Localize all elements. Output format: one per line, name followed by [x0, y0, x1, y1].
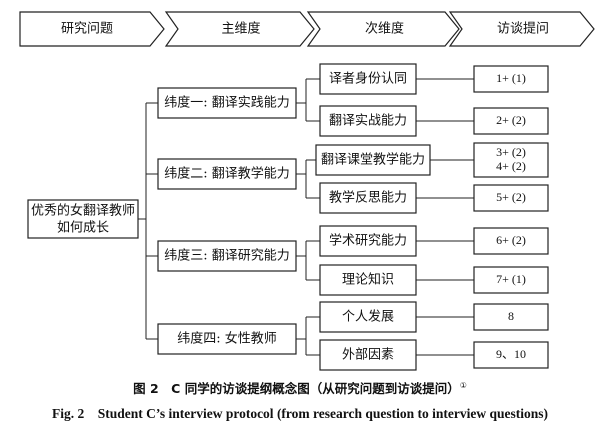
sub-dimension-box [319, 264, 417, 296]
header-label: 主维度 [221, 21, 260, 37]
root-question-line-2: 如何成长 [57, 220, 109, 236]
caption-footnote-mark: ① [459, 380, 467, 390]
dimension-label: 纬度四: 女性教师 [177, 331, 277, 347]
sub-dimension-label: 理论知识 [342, 272, 394, 288]
header-label: 次维度 [365, 21, 404, 37]
header-arrow [448, 11, 595, 47]
interview-question-box [473, 65, 549, 93]
figure-caption-chinese: 图 2 C 同学的访谈提纲概念图（从研究问题到访谈提问）① [0, 378, 600, 397]
interview-question-label: 8 [508, 309, 514, 323]
interview-question-label: 2+ (2) [496, 113, 526, 127]
interview-question-label: 6+ (2) [496, 233, 526, 247]
sub-dimension-box [319, 105, 417, 137]
header-arrow [164, 11, 315, 47]
header-label: 访谈提问 [497, 21, 549, 37]
interview-question-label: 5+ (2) [496, 190, 526, 204]
interview-question-label: 4+ (2) [496, 159, 526, 173]
sub-dimension-label: 学术研究能力 [329, 233, 407, 249]
sub-dimension-box [319, 339, 417, 371]
sub-dimension-label: 翻译课堂教学能力 [321, 152, 425, 168]
interview-question-box [473, 303, 549, 331]
header-arrow [306, 11, 460, 47]
header-label: 研究问题 [61, 22, 113, 37]
sub-dimension-box [319, 63, 417, 95]
dimension-box [157, 87, 297, 119]
interview-question-box [473, 142, 549, 178]
sub-dimension-label: 教学反思能力 [329, 190, 407, 206]
dimension-label: 纬度一: 翻译实践能力 [164, 95, 290, 111]
dimension-label: 纬度二: 翻译教学能力 [164, 166, 290, 182]
interview-question-box [473, 341, 549, 369]
interview-question-label: 3+ (2) [496, 145, 526, 159]
dimension-box [157, 323, 297, 355]
interview-question-box [473, 184, 549, 212]
sub-dimension-box [319, 225, 417, 257]
dimension-label: 纬度三: 翻译研究能力 [164, 248, 290, 264]
interview-question-box [473, 266, 549, 294]
interview-question-box [473, 107, 549, 135]
sub-dimension-box [319, 301, 417, 333]
root-question-box [27, 199, 139, 239]
dimension-box [157, 158, 297, 190]
interview-question-label: 9、10 [496, 347, 526, 361]
dimension-box [157, 240, 297, 272]
interview-question-label: 7+ (1) [496, 272, 526, 286]
sub-dimension-label: 译者身份认同 [329, 71, 407, 87]
figure-caption-english: Fig. 2 Student C’s interview protocol (f… [51, 406, 549, 421]
caption-zh-text: 图 2 C 同学的访谈提纲概念图（从研究问题到访谈提问） [133, 381, 460, 396]
root-question-line-1: 优秀的女翻译教师 [31, 203, 135, 219]
header-arrow [19, 11, 165, 47]
interview-question-label: 1+ (1) [496, 71, 526, 85]
interview-question-box [473, 227, 549, 255]
sub-dimension-label: 翻译实战能力 [329, 114, 407, 129]
sub-dimension-box [315, 144, 431, 176]
sub-dimension-box [319, 182, 417, 214]
sub-dimension-label: 外部因素 [342, 348, 394, 363]
sub-dimension-label: 个人发展 [342, 309, 394, 325]
